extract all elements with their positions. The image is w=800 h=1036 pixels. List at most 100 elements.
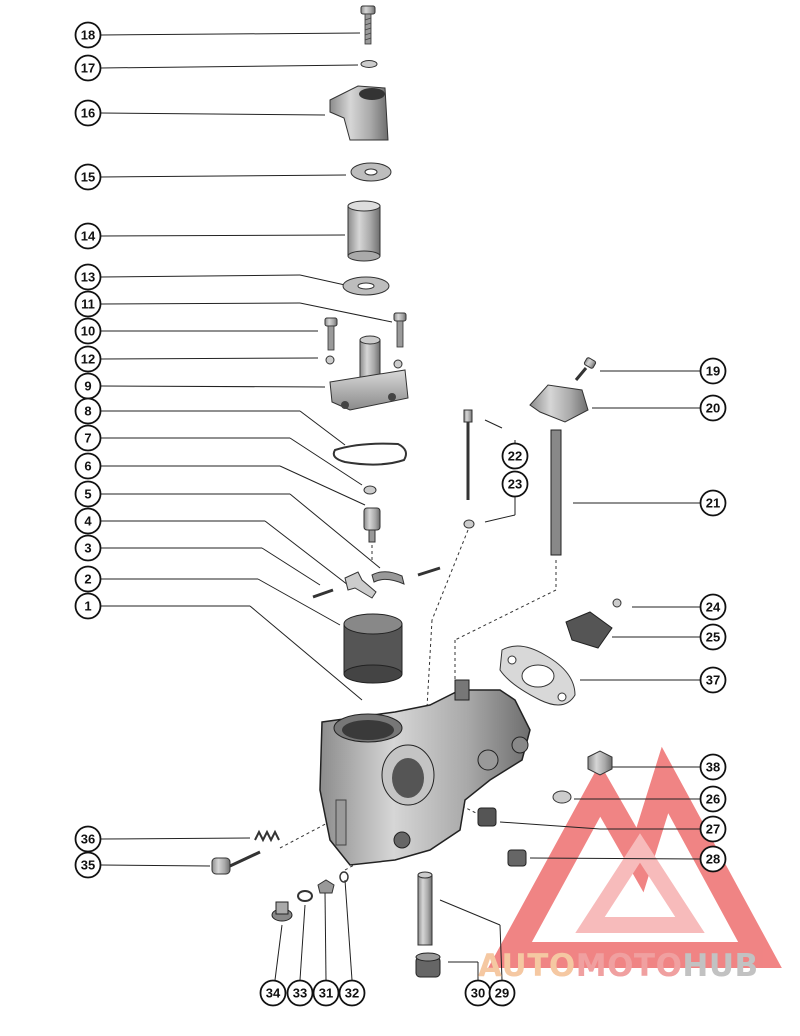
callout-number: 18 xyxy=(81,28,95,43)
callout-number: 29 xyxy=(495,986,509,1001)
float-2 xyxy=(343,613,403,684)
callout-number: 16 xyxy=(81,106,95,121)
callout-number: 8 xyxy=(84,404,91,419)
needle-22 xyxy=(463,409,473,500)
callout-number: 6 xyxy=(84,459,91,474)
callout-36: 36 xyxy=(74,825,102,853)
plug-27 xyxy=(477,807,497,827)
callout-circle xyxy=(74,163,102,191)
callout-circle xyxy=(74,290,102,318)
float-arm-5 xyxy=(371,571,405,585)
callout-30: 30 xyxy=(464,979,492,1007)
callout-number: 5 xyxy=(84,487,91,502)
callout-35: 35 xyxy=(74,851,102,879)
callout-circle xyxy=(74,480,102,508)
callout-number: 21 xyxy=(706,496,720,511)
callout-number: 33 xyxy=(293,986,307,1001)
watermark-text: AUTOMOTOHUB xyxy=(478,948,759,984)
callout-number: 7 xyxy=(84,431,91,446)
callout-layer: 1817161514131110129876543211920222321242… xyxy=(74,21,727,1007)
screw-18 xyxy=(360,5,376,45)
watermark-part-3: HUB xyxy=(682,948,759,984)
callout-circle xyxy=(74,317,102,345)
pin-3 xyxy=(312,588,334,599)
washer-7 xyxy=(363,485,377,495)
callout-circle xyxy=(699,394,727,422)
screw-24 xyxy=(612,598,622,608)
callout-circle xyxy=(699,753,727,781)
callout-number: 25 xyxy=(706,630,720,645)
callout-circle xyxy=(74,452,102,480)
callout-28: 28 xyxy=(699,845,727,873)
callout-number: 31 xyxy=(319,986,333,1001)
callout-21: 21 xyxy=(699,489,727,517)
screw-19 xyxy=(574,357,597,381)
callout-33: 33 xyxy=(286,979,314,1007)
callout-32: 32 xyxy=(338,979,366,1007)
callout-9: 9 xyxy=(74,372,102,400)
callout-24: 24 xyxy=(699,593,727,621)
washer-26 xyxy=(552,790,572,804)
callout-circle xyxy=(74,565,102,593)
screw-11 xyxy=(393,312,407,348)
callout-number: 37 xyxy=(706,673,720,688)
screw-10 xyxy=(324,317,338,351)
leader-lines-right xyxy=(439,370,701,981)
callout-number: 27 xyxy=(706,822,720,837)
callout-22: 22 xyxy=(501,442,529,470)
callout-31: 31 xyxy=(312,979,340,1007)
gasket-8 xyxy=(332,442,407,466)
callout-circle xyxy=(501,470,529,498)
callout-number: 36 xyxy=(81,832,95,847)
callout-15: 15 xyxy=(74,163,102,191)
callout-number: 26 xyxy=(706,792,720,807)
callout-3: 3 xyxy=(74,534,102,562)
callout-number: 11 xyxy=(81,297,95,312)
callout-5: 5 xyxy=(74,480,102,508)
callout-circle xyxy=(286,979,314,1007)
callout-circle xyxy=(74,592,102,620)
callout-number: 20 xyxy=(706,401,720,416)
callout-38: 38 xyxy=(699,753,727,781)
callout-23: 23 xyxy=(501,470,529,498)
callout-20: 20 xyxy=(699,394,727,422)
callout-circle xyxy=(74,345,102,373)
callout-circle xyxy=(699,623,727,651)
callout-number: 32 xyxy=(345,986,359,1001)
callout-14: 14 xyxy=(74,222,102,250)
callout-number: 1 xyxy=(84,599,91,614)
callout-circle xyxy=(259,979,287,1007)
callout-circle xyxy=(699,357,727,385)
callout-1: 1 xyxy=(74,592,102,620)
callout-circle xyxy=(501,442,529,470)
callout-number: 14 xyxy=(81,229,96,244)
callout-10: 10 xyxy=(74,317,102,345)
callout-number: 13 xyxy=(81,270,95,285)
callout-circle xyxy=(74,424,102,452)
gasket-37 xyxy=(499,645,576,706)
cap-16 xyxy=(329,85,389,141)
callout-number: 4 xyxy=(84,514,92,529)
callout-19: 19 xyxy=(699,357,727,385)
callout-8: 8 xyxy=(74,397,102,425)
callout-circle xyxy=(699,785,727,813)
pin-4 xyxy=(344,571,377,599)
watermark-logo-icon xyxy=(488,746,782,968)
callout-16: 16 xyxy=(74,99,102,127)
callout-circle xyxy=(74,534,102,562)
callout-number: 24 xyxy=(706,600,721,615)
cover-9 xyxy=(329,335,409,411)
callout-37: 37 xyxy=(699,666,727,694)
callout-17: 17 xyxy=(74,54,102,82)
callout-circle xyxy=(488,979,516,1007)
callout-number: 38 xyxy=(706,760,720,775)
washer-17 xyxy=(360,60,378,68)
callout-circle xyxy=(699,489,727,517)
jet-31 xyxy=(317,879,335,894)
gasket-15 xyxy=(350,162,392,182)
nozzle-29 xyxy=(417,871,433,946)
callout-number: 22 xyxy=(508,449,522,464)
lockwasher-12b xyxy=(393,359,403,369)
